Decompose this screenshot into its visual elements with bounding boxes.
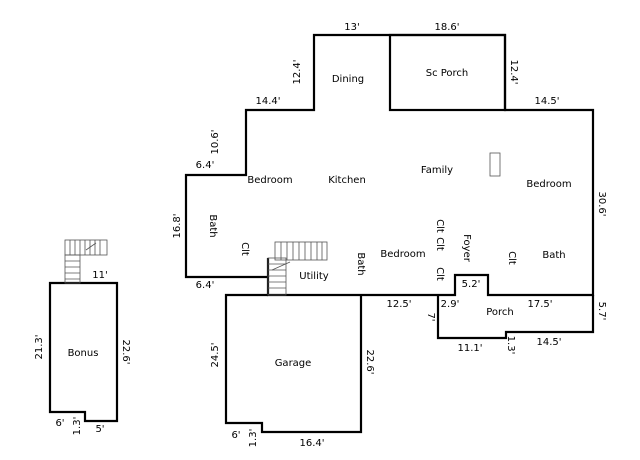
room-label-sc-porch: Sc Porch xyxy=(426,68,469,79)
room-label-bedroom-right: Bedroom xyxy=(526,179,571,190)
room-label-bath-mid: Bath xyxy=(355,252,366,275)
room-label-foyer: Foyer xyxy=(461,234,472,263)
dimension-label: 16.8' xyxy=(172,213,183,238)
room-label-bedroom-left: Bedroom xyxy=(247,175,292,186)
dimension-label: 12.4' xyxy=(292,59,303,84)
dimension-label: 24.5' xyxy=(210,342,221,367)
room-label-kitchen: Kitchen xyxy=(328,175,366,186)
fireplace-icon xyxy=(489,152,501,177)
dimension-label: 5' xyxy=(95,424,104,435)
room-label-closet-left: Clt xyxy=(239,242,250,256)
dimension-label: 21.3' xyxy=(34,334,45,359)
room-label-closet-c: Clt xyxy=(434,267,445,281)
dimension-label: 30.6' xyxy=(596,191,607,216)
dimension-label: 5.2' xyxy=(462,279,481,290)
room-label-family: Family xyxy=(421,165,453,176)
room-label-bath-left: Bath xyxy=(207,214,218,237)
porch-outline xyxy=(436,295,595,340)
room-label-closet-a: Clt xyxy=(434,219,445,233)
room-label-closet-d: Clt xyxy=(506,251,517,265)
dimension-label: 14.5' xyxy=(534,96,559,107)
dimension-label: 18.6' xyxy=(434,22,459,33)
dimension-label: 11.1' xyxy=(457,343,482,354)
main-stairs xyxy=(267,241,328,296)
dimension-label: 1.3' xyxy=(248,429,259,448)
main-house-outline xyxy=(184,33,595,297)
dimension-label: 12.4' xyxy=(508,59,519,84)
garage-outline xyxy=(224,293,363,434)
room-label-closet-b: Clt xyxy=(434,237,445,251)
dimension-label: 6.4' xyxy=(196,280,215,291)
dimension-label: 6.4' xyxy=(196,160,215,171)
dimension-label: 1.3' xyxy=(505,336,516,355)
dimension-label: 2.9' xyxy=(441,299,460,310)
dimension-label: 17.5' xyxy=(527,299,552,310)
room-label-bonus: Bonus xyxy=(68,348,99,359)
dimension-label: 5.7' xyxy=(596,302,607,321)
dimension-label: 22.6' xyxy=(364,349,375,374)
bonus-room-outline xyxy=(48,281,119,423)
dimension-label: 7' xyxy=(425,312,436,321)
dimension-label: 11' xyxy=(92,270,107,281)
room-label-porch: Porch xyxy=(486,307,514,318)
room-label-garage: Garage xyxy=(275,358,312,369)
dimension-label: 1.3' xyxy=(72,417,83,436)
room-label-dining: Dining xyxy=(332,74,364,85)
dimension-label: 10.6' xyxy=(210,129,221,154)
dimension-label: 16.4' xyxy=(299,438,324,449)
room-label-utility: Utility xyxy=(299,271,328,282)
dimension-label: 14.5' xyxy=(536,337,561,348)
room-label-bedroom-mid: Bedroom xyxy=(380,249,425,260)
dimension-label: 12.5' xyxy=(386,299,411,310)
dimension-label: 14.4' xyxy=(255,96,280,107)
dimension-label: 6' xyxy=(231,430,240,441)
dimension-label: 6' xyxy=(55,418,64,429)
room-label-bath-right: Bath xyxy=(542,250,565,261)
screened-porch-walls xyxy=(388,33,507,112)
bonus-stairs xyxy=(64,239,108,284)
dimension-label: 22.6' xyxy=(120,339,131,364)
dimension-label: 13' xyxy=(344,22,359,33)
